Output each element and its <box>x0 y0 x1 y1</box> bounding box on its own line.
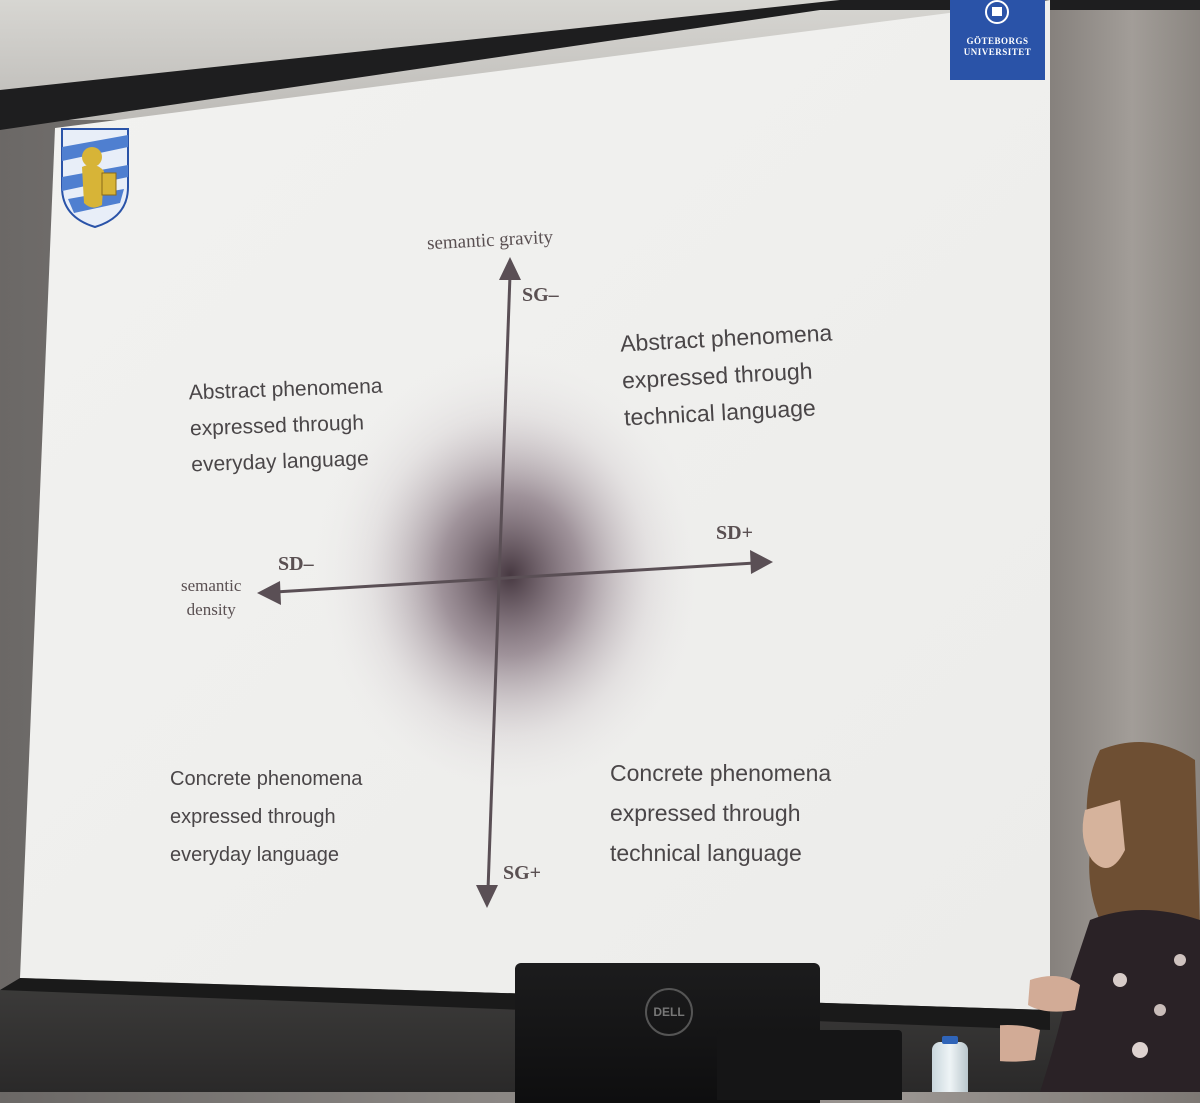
university-logo: GÖTEBORGS UNIVERSITET <box>950 0 1045 80</box>
city-crest-icon <box>61 128 129 229</box>
quadrant-bottom-left-line-1: Concrete phenomena <box>170 768 363 790</box>
quadrant-bottom-left-line-2: expressed through <box>170 806 336 828</box>
quadrant-bottom-left-line-3: everyday language <box>170 844 340 866</box>
projector-shadow <box>310 345 710 805</box>
logo-line-1: GÖTEBORGS <box>966 36 1029 46</box>
quadrant-bottom-right-line-2: expressed through <box>610 800 801 826</box>
quadrant-bottom-right-line-1: Concrete phenomena <box>610 760 832 786</box>
university-emblem-icon <box>985 0 1009 24</box>
second-monitor <box>717 1030 902 1100</box>
presenter <box>1000 742 1200 1092</box>
horizontal-axis <box>274 561 756 594</box>
sd-minus-label: SD– <box>278 553 314 575</box>
quadrant-bottom-left: Concrete phenomena expressed through eve… <box>170 760 362 874</box>
sg-minus-label: SG– <box>522 284 559 306</box>
sg-plus-label: SG+ <box>503 862 542 884</box>
vertical-axis <box>486 274 512 891</box>
quadrant-bottom-right-line-3: technical language <box>610 840 802 866</box>
arrow-up-icon <box>499 257 521 280</box>
semantic-density-label: semantic density <box>181 574 241 622</box>
quadrant-bottom-right: Concrete phenomena expressed through tec… <box>610 753 831 873</box>
semantic-density-line-1: semantic <box>181 576 242 595</box>
logo-line-2: UNIVERSITET <box>963 47 1032 57</box>
quadrant-top-left: Abstract phenomena expressed through eve… <box>188 369 385 484</box>
arrow-right-icon <box>750 550 773 574</box>
quadrant-top-right: Abstract phenomena expressed through tec… <box>619 315 837 437</box>
arrow-down-icon <box>476 885 498 908</box>
water-bottle <box>932 1036 968 1092</box>
laptop-logo: DELL <box>645 988 693 1036</box>
quadrant-top-left-line-3: everyday language <box>190 447 370 477</box>
semantic-density-line-2: density <box>186 600 236 619</box>
arrow-left-icon <box>257 581 281 605</box>
bottle-cap <box>942 1036 958 1044</box>
sd-plus-label: SD+ <box>716 522 753 544</box>
